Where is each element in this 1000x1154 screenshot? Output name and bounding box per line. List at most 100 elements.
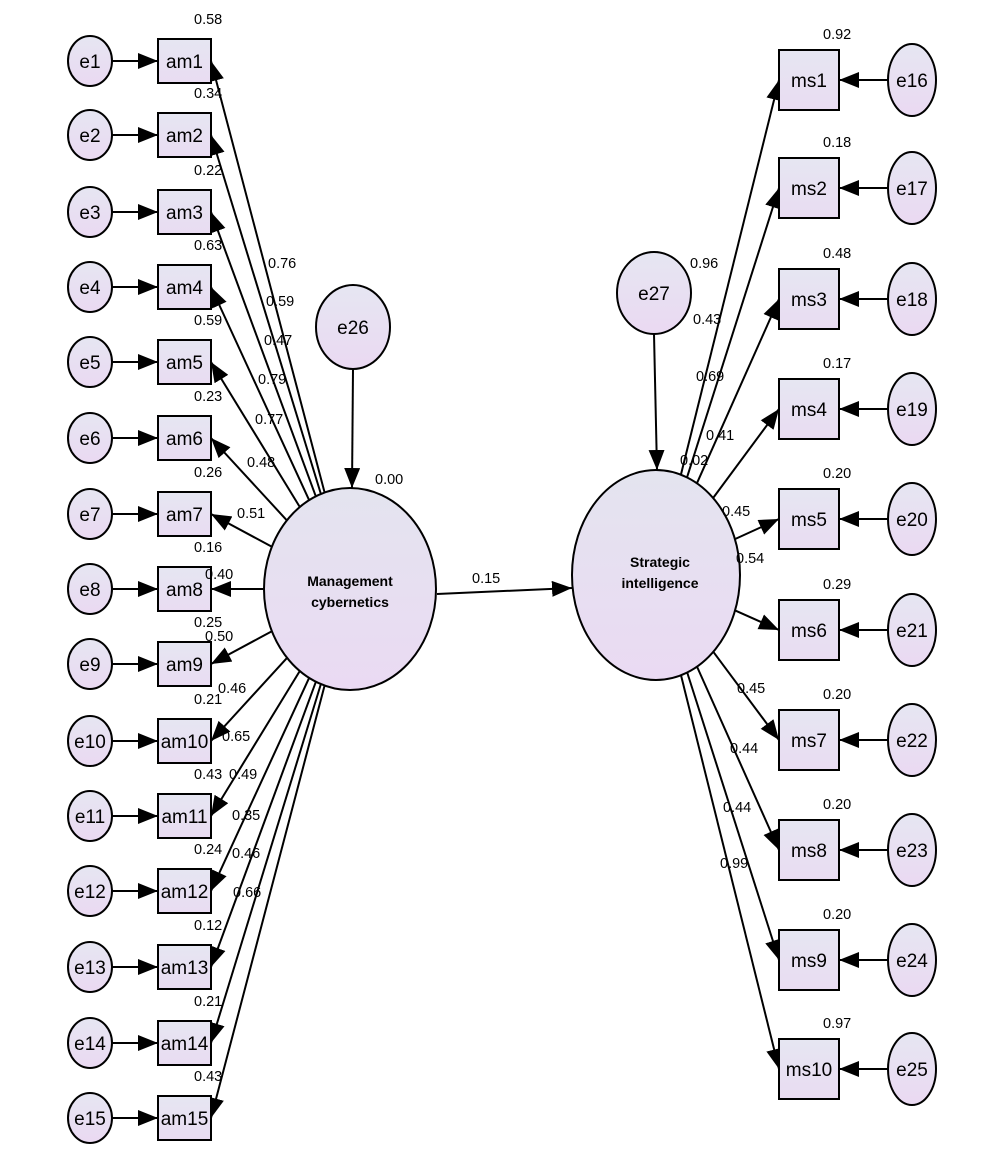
edges-layer [112, 53, 888, 1126]
indicator-am9: am9 [157, 641, 212, 687]
loading-path-ms8 [696, 666, 780, 851]
loading-ms10: 0.44 [723, 800, 751, 816]
r2-am9: 0.25 [194, 615, 222, 631]
loading-path-ms4 [712, 408, 780, 499]
error-e18: e18 [887, 262, 937, 336]
structural-path-coefficient: 0.15 [472, 571, 500, 587]
indicator-am14: am14 [157, 1020, 212, 1066]
error-e21: e21 [887, 593, 937, 667]
indicator-label: am5 [166, 353, 203, 374]
indicator-am10: am10 [157, 718, 212, 764]
error-label: e8 [79, 580, 100, 601]
loading-am13: 0.35 [232, 808, 260, 824]
disturbance-e26: e26 [315, 284, 391, 370]
loading-am9: 0.50 [205, 629, 233, 645]
loading-path-ms5 [734, 518, 780, 541]
error-e15: e15 [67, 1092, 113, 1144]
latent-label-line1: Strategic [630, 554, 690, 570]
error-label: e23 [896, 841, 928, 862]
indicator-ms2: ms2 [778, 157, 840, 219]
error-label: e1 [79, 52, 100, 73]
error-e17: e17 [887, 151, 937, 225]
latent-label-line1: Management [307, 573, 393, 589]
r2-am2: 0.34 [194, 86, 222, 102]
indicator-am12: am12 [157, 868, 212, 914]
loading-path-am11 [210, 670, 301, 817]
r2-am5: 0.59 [194, 313, 222, 329]
error-e22: e22 [887, 703, 937, 777]
indicator-ms3: ms3 [778, 268, 840, 330]
error-e14: e14 [67, 1017, 113, 1069]
loading-path-am5 [210, 361, 301, 508]
loading-path-am12 [210, 677, 311, 892]
error-e8: e8 [67, 563, 113, 615]
latent-label-line2: cybernetics [311, 594, 389, 610]
indicator-label: am11 [161, 807, 207, 828]
error-e2: e2 [67, 109, 113, 161]
loading-am10: 0.46 [218, 681, 246, 697]
r2-ms4: 0.17 [823, 356, 851, 372]
error-label: e12 [74, 882, 106, 903]
r2-am11: 0.43 [194, 767, 222, 783]
r2-ms5: 0.20 [823, 466, 851, 482]
loading-ms4: 0.41 [706, 428, 734, 444]
loading-am12: 0.49 [229, 767, 257, 783]
loading-am14: 0.46 [232, 846, 260, 862]
error-e3: e3 [67, 186, 113, 238]
labels-layer: 0.00 0.15 0.99 0.580.760.340.590.220.470… [194, 12, 851, 1085]
indicator-am1: am1 [157, 38, 212, 84]
r2-ms8: 0.20 [823, 797, 851, 813]
error-label: e14 [74, 1034, 106, 1055]
indicator-label: ms10 [786, 1060, 832, 1081]
loading-path-ms6 [734, 609, 780, 631]
loading-ms8: 0.45 [737, 681, 765, 697]
extra-right-label: 0.99 [720, 856, 748, 872]
error-e10: e10 [67, 715, 113, 767]
error-e16: e16 [887, 43, 937, 117]
error-label: e22 [896, 731, 928, 752]
r2-am4: 0.63 [194, 238, 222, 254]
indicator-label: ms5 [791, 510, 827, 531]
indicator-label: ms3 [791, 290, 827, 311]
error-e13: e13 [67, 941, 113, 993]
error-e4: e4 [67, 261, 113, 313]
r2-am8: 0.16 [194, 540, 222, 556]
loading-ms3: 0.69 [696, 369, 724, 385]
indicator-label: am6 [166, 429, 203, 450]
loading-path-am4 [210, 286, 311, 501]
indicator-label: am3 [166, 203, 203, 224]
error-label: e3 [79, 203, 100, 224]
error-label: e18 [896, 290, 928, 311]
error-e12: e12 [67, 865, 113, 917]
indicator-ms6: ms6 [778, 599, 840, 661]
indicator-label: ms2 [791, 179, 827, 200]
indicator-am6: am6 [157, 415, 212, 461]
indicator-label: ms4 [791, 400, 827, 421]
indicator-ms5: ms5 [778, 488, 840, 550]
loading-ms2: 0.43 [693, 312, 721, 328]
error-label: e2 [79, 126, 100, 147]
disturbance-label: e27 [638, 284, 670, 305]
loading-ms6: 0.45 [722, 504, 750, 520]
r2-am14: 0.21 [194, 994, 222, 1010]
r2-ms3: 0.48 [823, 246, 851, 262]
r2-management-cybernetics: 0.00 [375, 472, 403, 488]
error-label: e6 [79, 429, 100, 450]
indicator-label: am13 [161, 958, 209, 979]
indicator-label: ms8 [791, 841, 827, 862]
error-label: e5 [79, 353, 100, 374]
error-e7: e7 [67, 488, 113, 540]
r2-am7: 0.26 [194, 465, 222, 481]
error-label: e7 [79, 505, 100, 526]
r2-ms7: 0.20 [823, 687, 851, 703]
loading-am1: 0.76 [268, 256, 296, 272]
r2-am1: 0.58 [194, 12, 222, 28]
loading-ms7: 0.54 [736, 551, 764, 567]
error-e25: e25 [887, 1032, 937, 1106]
r2-am13: 0.12 [194, 918, 222, 934]
error-label: e25 [896, 1060, 928, 1081]
loading-path-am1 [208, 60, 326, 493]
loading-path-am2 [209, 134, 322, 495]
indicator-label: am7 [166, 505, 203, 526]
